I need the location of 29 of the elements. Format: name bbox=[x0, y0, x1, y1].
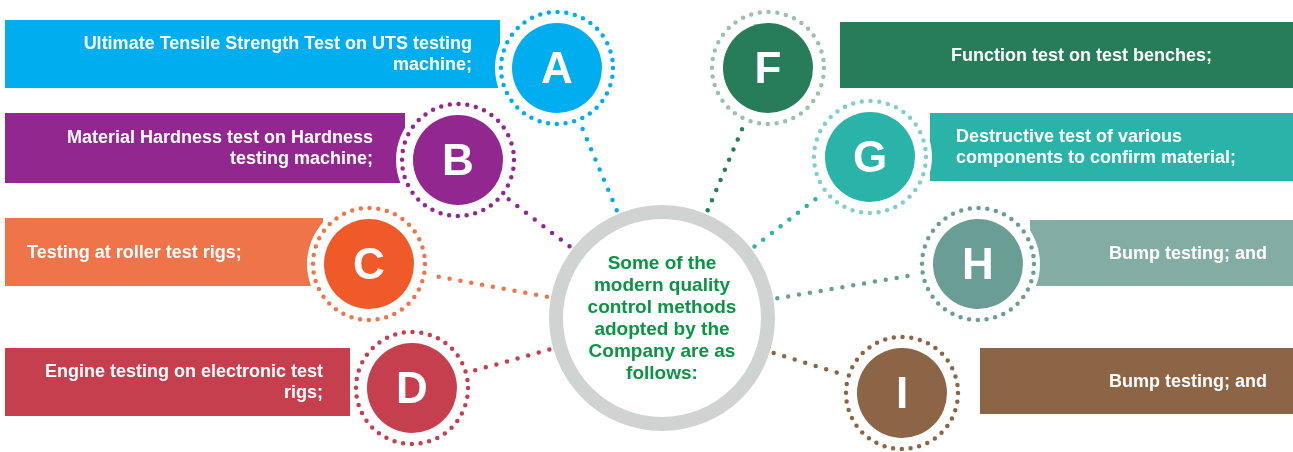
banner-text: Material Hardness test on Hardness testing machine; bbox=[65, 127, 373, 169]
dotted-connector bbox=[705, 124, 746, 213]
circle-letter: H bbox=[961, 240, 995, 288]
banner bbox=[840, 22, 1293, 88]
circle-letter: G bbox=[851, 133, 889, 181]
banner-text: Testing at roller test rigs; bbox=[27, 241, 242, 263]
circle-letter: A bbox=[540, 44, 574, 92]
circle-letter: B bbox=[441, 136, 475, 184]
circle-letter: F bbox=[753, 44, 783, 92]
banner bbox=[5, 113, 405, 183]
banner bbox=[5, 348, 350, 416]
banner bbox=[980, 348, 1293, 414]
center-text: Some of the modern quality control methods adopted by the Company are as follows: bbox=[586, 252, 738, 384]
banner-text: Ultimate Tensile Strength Test on UTS testing machine; bbox=[82, 33, 472, 75]
banner bbox=[930, 113, 1293, 181]
banner-text: Function test on test benches; bbox=[951, 44, 1212, 66]
dotted-connector bbox=[471, 347, 552, 373]
dotted-connector bbox=[506, 196, 572, 249]
dotted-connector bbox=[579, 124, 619, 213]
banner bbox=[5, 20, 500, 88]
circle-letter: I bbox=[894, 369, 910, 417]
banner bbox=[5, 218, 323, 286]
circle-letter: C bbox=[352, 240, 386, 288]
circle-letter: D bbox=[395, 364, 429, 412]
banner-text: Bump testing; and bbox=[1109, 370, 1267, 392]
banner bbox=[1030, 220, 1293, 286]
banner-text: Destructive test of various components to confirm material; bbox=[956, 126, 1238, 168]
banner-text: Engine testing on electronic test rigs; bbox=[43, 361, 323, 403]
banner-text: Bump testing; and bbox=[1109, 242, 1267, 264]
